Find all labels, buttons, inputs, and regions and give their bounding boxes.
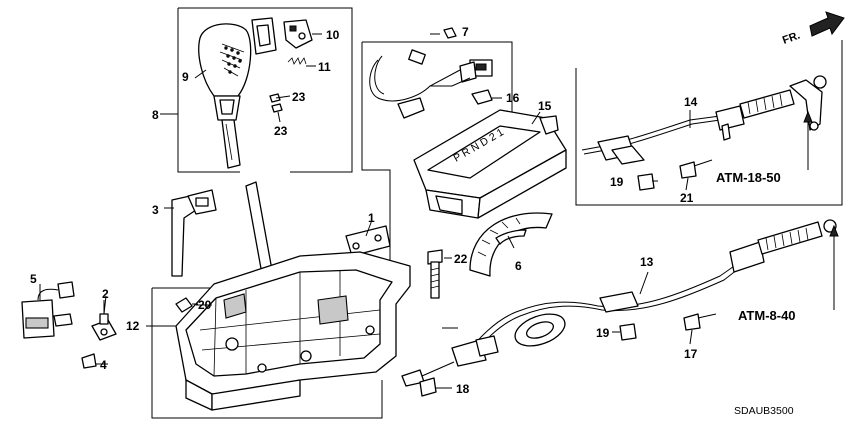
callout-13: 13	[640, 255, 654, 269]
lower-cable-nut	[619, 323, 637, 341]
shift-knob	[198, 23, 252, 169]
callout-11: 11	[318, 60, 331, 74]
small-nut	[81, 353, 97, 369]
callout-10: 10	[326, 28, 340, 42]
callout-8: 8	[152, 108, 159, 122]
callout-9: 9	[182, 70, 189, 84]
lever-bracket	[171, 189, 217, 277]
ref-lower-cable: ATM-8-40	[738, 308, 796, 323]
detent-plate	[345, 225, 391, 257]
callout-16: 16	[506, 91, 520, 105]
ref-upper-cable: ATM-18-50	[716, 170, 781, 185]
callout-19-upper: 19	[610, 175, 624, 189]
callout-23-lower: 23	[274, 124, 288, 138]
lower-shift-cable	[401, 219, 837, 387]
leader-lines	[39, 69, 839, 389]
callout-7: 7	[462, 25, 469, 39]
knob-button	[251, 17, 322, 55]
callout-5: 5	[30, 272, 37, 286]
cable-end-nut	[419, 377, 437, 397]
lower-cable-bolt	[683, 313, 717, 331]
front-label: FR.	[781, 29, 802, 46]
upper-cable-box	[575, 40, 843, 206]
knob-group-frame	[177, 7, 353, 173]
callout-17: 17	[684, 347, 698, 361]
callout-4: 4	[100, 358, 107, 372]
shift-lever-assembly	[175, 181, 411, 411]
upper-cable-bolt	[679, 159, 713, 179]
mount-bolt	[427, 249, 452, 299]
callout-12: 12	[126, 319, 140, 333]
front-direction-arrow	[809, 11, 845, 37]
knob-spring	[287, 57, 316, 67]
callout-19-lower: 19	[596, 326, 610, 340]
callout-23-upper: 23	[292, 90, 306, 104]
callout-20: 20	[198, 298, 212, 312]
selector-cover: P R N D 2 1	[413, 109, 567, 219]
shift-harness	[369, 27, 493, 119]
upper-cable-nut	[637, 173, 655, 191]
callout-14: 14	[684, 95, 698, 109]
curved-indicator-plate	[469, 212, 553, 277]
upper-shift-cable	[581, 75, 827, 165]
lever-clip	[175, 297, 198, 313]
park-switch	[21, 281, 75, 339]
callout-6: 6	[515, 259, 522, 273]
callout-21: 21	[680, 191, 694, 205]
harness-group-frame	[361, 41, 513, 268]
knob-screws	[269, 93, 291, 123]
shift-solenoid	[91, 300, 117, 341]
harness-clip	[471, 89, 502, 105]
callout-3: 3	[152, 203, 159, 217]
callout-18: 18	[456, 382, 470, 396]
callout-15: 15	[538, 99, 552, 113]
callout-22: 22	[454, 252, 468, 266]
diagram-code: SDAUB3500	[734, 405, 794, 417]
callout-2: 2	[102, 287, 109, 301]
callout-1: 1	[368, 211, 375, 225]
